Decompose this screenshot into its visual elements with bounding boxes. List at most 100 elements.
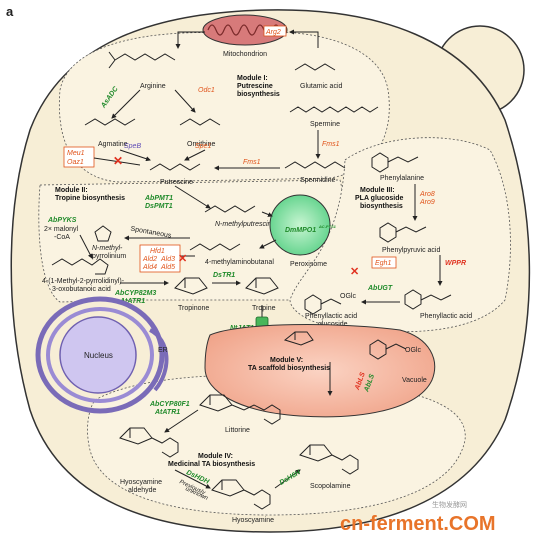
compound-hyoald-2: aldehyde	[128, 487, 157, 494]
gene-box-ald	[139, 244, 181, 273]
compound-oglc-1: OGlc	[340, 293, 356, 300]
module3-title-1: Module III:	[360, 187, 395, 194]
compound-malonyl: 2× malonyl	[44, 226, 78, 233]
arrow-perox-mab	[259, 239, 277, 249]
compound-phe: Phenylalanine	[380, 175, 424, 182]
glutamic-structure	[294, 63, 336, 71]
gene-ald3: Ald3	[160, 256, 175, 263]
arrow-arg-agm	[111, 89, 141, 119]
compound-oxob-2: 3-oxobutanoic acid	[52, 286, 111, 293]
spermidine-structure	[284, 161, 346, 169]
compound-pla: Phenyllactic acid	[420, 313, 472, 320]
gene-aro8: Aro8	[419, 191, 435, 198]
compound-coa: -CoA	[54, 234, 70, 241]
compound-nmp: N-methylputrescine	[215, 221, 275, 228]
label-er: ER	[158, 347, 168, 354]
module3-region	[289, 137, 511, 333]
module3-title-3: biosynthesis	[360, 203, 403, 210]
arrow-arg-orn	[174, 89, 196, 113]
gene-arg2: Arg2	[265, 29, 281, 36]
gene-dspmt1: DsPMT1	[145, 203, 173, 210]
nucleus	[59, 316, 137, 394]
compound-agmatine: Agmatine	[98, 141, 128, 148]
arrow-lit-hyoald	[164, 409, 199, 433]
arrow-nmp-perox	[261, 211, 273, 217]
gene-spe1: Spe1	[195, 143, 211, 150]
gene-abpmt1: AbPMT1	[144, 195, 173, 202]
tropinone-structure	[174, 277, 208, 295]
cross-ald: ✕	[178, 253, 187, 265]
compound-tropinone: Tropinone	[178, 305, 209, 312]
compound-spermidine: Spermidine	[300, 177, 336, 184]
gene-abugt: AbUGT	[367, 285, 393, 292]
line-meu1-block	[93, 157, 141, 166]
plag-structure	[304, 294, 342, 315]
gene-box-meu1-oaz1	[63, 146, 95, 168]
gene-dstr1: DsTR1	[213, 272, 235, 279]
arrow-hyoald-hyo	[174, 469, 211, 489]
compound-ornithine: Ornithine	[187, 141, 216, 148]
module1-title-1: Module I:	[237, 75, 268, 82]
mab-structure	[189, 243, 241, 251]
gene-meu1: Meu1	[67, 150, 85, 157]
compound-scopolamine: Scopolamine	[310, 483, 351, 490]
module2-title-2: Tropine biosynthesis	[55, 195, 125, 202]
arrow-pyks	[79, 234, 93, 259]
module1-region	[58, 31, 390, 183]
module2-title-1: Module II:	[55, 187, 88, 194]
gene-ald5: Ald5	[160, 264, 175, 271]
gene-aro9: Aro9	[419, 199, 435, 206]
gene-atatr1-b: AtATR1	[154, 409, 180, 416]
compound-npyr-1: N-methyl-	[92, 245, 123, 252]
gene-fms1-b: Fms1	[243, 159, 261, 166]
scopolamine-structure	[299, 444, 359, 475]
compound-ppa: Phenylpyruvic acid	[382, 247, 440, 254]
gene-box-arg2	[263, 25, 287, 37]
phe-structure	[371, 152, 419, 173]
hyoscyamine-structure	[211, 479, 271, 510]
module5-title-2: TA scaffold biosynthesis	[248, 365, 330, 372]
gene-fms1-a: Fms1	[322, 141, 340, 148]
compound-spermine: Spermine	[310, 121, 340, 128]
arrow-hyo-scop	[274, 469, 301, 489]
compound-hyoscyamine: Hyoscyamine	[232, 517, 274, 524]
watermark-cn: 生物发酵网	[432, 500, 467, 509]
compound-plag-1: Phenyllactic acid	[305, 313, 357, 320]
cross-egh1: ✕	[350, 266, 359, 278]
module1-title-3: biosynthesis	[237, 91, 280, 98]
arrow-glutamic-mito	[289, 29, 319, 48]
gene-ald2: Ald2	[142, 256, 157, 263]
pla-structure	[404, 289, 452, 310]
compound-littorine: Littorine	[225, 427, 250, 434]
gene-odc1: Odc1	[198, 87, 215, 94]
compound-putrescine: Putrescine	[160, 179, 193, 186]
gene-abpyks: AbPYKS	[47, 217, 77, 224]
module4-title-2: Medicinal TA biosynthesis	[168, 461, 255, 468]
panel-label: a	[6, 4, 14, 19]
endoplasmic-reticulum	[35, 296, 169, 414]
arrow-put-nmp	[174, 185, 211, 209]
vac-tropine-structure	[283, 331, 314, 346]
module3-title-2: PLA glucoside	[355, 195, 403, 202]
gene-abcyp80f1: AbCYP80F1	[149, 401, 190, 408]
arrow-agm-put	[119, 149, 151, 162]
gene-atatr1-a: AtATR1	[119, 298, 145, 305]
compound-hyoald-1: Hyoscyamine	[120, 479, 162, 486]
watermark: cn-ferment.COM	[340, 513, 496, 535]
vac-plag-structure	[369, 339, 407, 360]
cross-meu1: ✕	[113, 154, 123, 168]
gene-hfd1: Hfd1	[150, 248, 165, 255]
gene-dmmpo1-sup: ΔC-PTS1	[318, 224, 337, 229]
gene-speb: SpeB	[124, 143, 141, 150]
label-nucleus: Nucleus	[84, 351, 113, 360]
gene-dmmpo1: DmMPO1	[285, 227, 316, 234]
putrescine-structure	[149, 163, 201, 171]
littorine-structure	[199, 394, 281, 425]
gene-oaz1: Oaz1	[67, 159, 84, 166]
module5-title-1: Module V:	[270, 357, 303, 364]
compound-npyr-2: pyrrolinium	[92, 253, 126, 260]
gene-wppr: WPPR	[445, 260, 466, 267]
nmp-structure	[204, 205, 256, 213]
gene-ald4: Ald4	[142, 264, 157, 271]
